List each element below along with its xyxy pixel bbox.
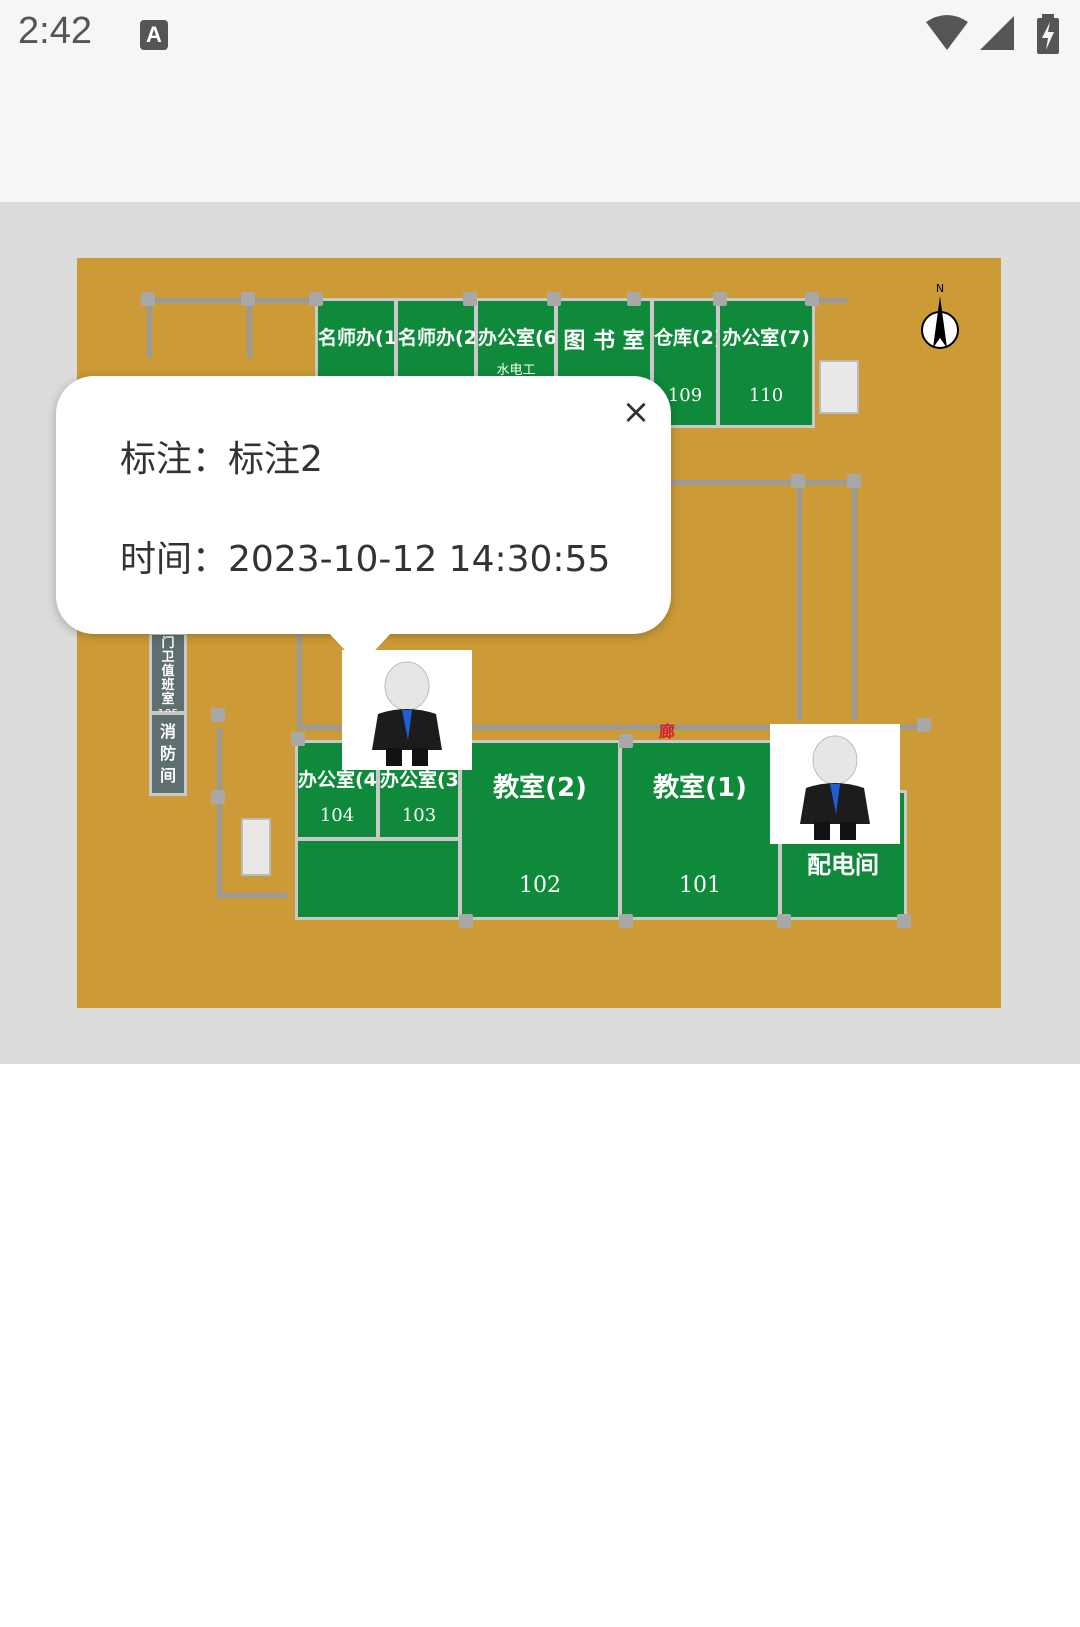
status-time: 2:42: [18, 10, 92, 52]
person-marker-2[interactable]: [770, 724, 900, 844]
annotation-value: 标注2: [228, 439, 323, 480]
person-marker-1[interactable]: [342, 650, 472, 770]
room-classroom-1: 教室(1) 101: [619, 740, 781, 920]
annotation-label: 标注：: [120, 439, 229, 480]
svg-text:N: N: [936, 282, 944, 295]
room-unnamed: [295, 838, 461, 920]
room-office-7: 办公室(7) 110: [717, 298, 815, 428]
room-office-4: 办公室(4) 104: [295, 740, 386, 840]
popup-tail: [326, 630, 394, 666]
room-classroom-2: 教室(2) 102: [459, 740, 621, 920]
keyboard-indicator-icon: A: [140, 20, 168, 50]
room-fire: 消防间: [149, 712, 187, 796]
wifi-icon: [926, 15, 968, 50]
time-line: 时间：2023-10-12 14:30:55: [120, 530, 610, 582]
app-bar: [0, 72, 1080, 202]
corridor-label: 廊: [659, 722, 676, 741]
signal-icon: [980, 16, 1014, 50]
person-icon: [372, 661, 442, 766]
marker-info-popup: [56, 376, 671, 634]
battery-charging-icon: [1037, 14, 1059, 54]
annotation-line: 标注：标注2: [120, 430, 323, 482]
time-label: 时间：: [120, 539, 229, 580]
status-bar: 2:42 A: [0, 0, 1080, 72]
close-icon[interactable]: ×: [621, 392, 651, 432]
room-guard: 门卫值班室 105: [149, 632, 187, 720]
north-compass-icon: N: [921, 282, 959, 349]
person-icon: [800, 735, 870, 840]
time-value: 2023-10-12 14:30:55: [228, 539, 611, 580]
